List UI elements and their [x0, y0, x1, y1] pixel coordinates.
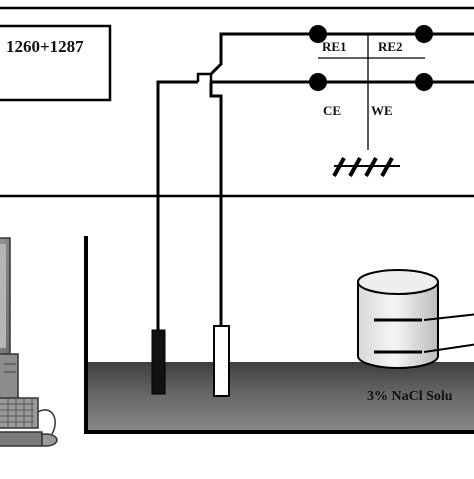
re1-terminal-dot — [309, 25, 327, 43]
re2-label: RE2 — [378, 39, 403, 54]
solution-label: 3% NaCl Solu — [367, 389, 453, 404]
counter-electrode — [151, 329, 166, 395]
we-label: WE — [371, 103, 393, 118]
reference-probe-line-1 — [423, 313, 474, 321]
working-electrode-lead — [209, 82, 223, 326]
reference-wire — [209, 32, 474, 76]
reference-electrode-vessel — [357, 269, 439, 369]
analyzer-model-label: 1260+1287 — [6, 37, 84, 56]
reference-probe-line-2 — [423, 343, 474, 353]
working-electrode — [213, 325, 230, 397]
analyzer-box — [0, 24, 112, 102]
ce-label: CE — [323, 103, 342, 118]
wire-crossover — [196, 72, 213, 82]
ce-terminal-dot — [309, 73, 327, 91]
nacl-solution — [86, 362, 474, 432]
counter-electrode-lead — [156, 80, 198, 330]
re1-label: RE1 — [322, 39, 347, 54]
ground-icon — [332, 157, 400, 177]
re2-terminal-dot — [415, 25, 433, 43]
we-terminal-dot — [415, 73, 433, 91]
test-tank — [84, 236, 474, 434]
computer-icon — [0, 237, 58, 447]
instrument-enclosure — [0, 6, 474, 198]
